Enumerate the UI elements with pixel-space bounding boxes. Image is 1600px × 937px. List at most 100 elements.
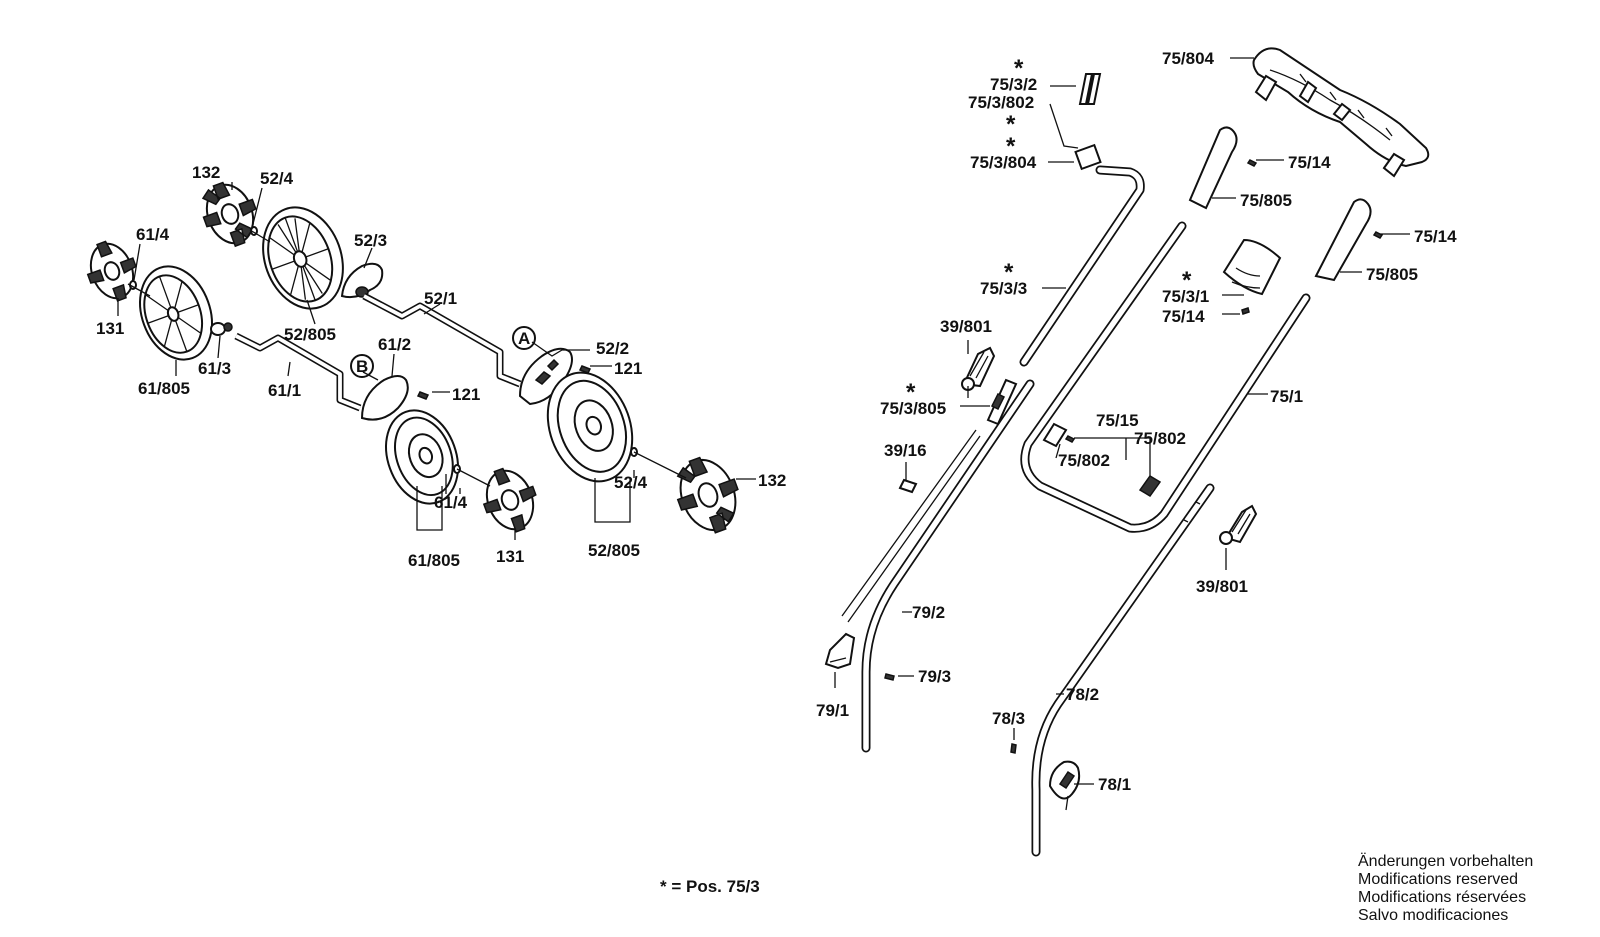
axle-52-1 (362, 292, 522, 388)
wheel-52-805-bottom (546, 371, 634, 483)
label-39-16: 39/16 (884, 441, 927, 460)
label-121: 121 (614, 359, 642, 378)
label-52-805: 52/805 (588, 541, 640, 560)
pin-39-16 (898, 478, 918, 494)
label-52-2: 52/2 (596, 339, 629, 358)
label-75-1: 75/1 (1270, 387, 1303, 406)
lever-39-801-bottom (1219, 504, 1258, 545)
hub-cap-131-left (86, 240, 137, 302)
asterisk-mark: * (1182, 267, 1192, 294)
callout-circle-b (350, 354, 374, 378)
label-78-3: 78/3 (992, 709, 1025, 728)
label-52-3: 52/3 (354, 231, 387, 250)
label-75-14: 75/14 (1414, 227, 1457, 246)
lower-handle-79-2 (861, 379, 1035, 753)
clamp-75-802-a (1042, 422, 1068, 448)
label-78-1: 78/1 (1098, 775, 1131, 794)
wheel-assembly (86, 181, 756, 540)
note-line: Modifications reserved (1358, 871, 1518, 888)
label-39-801: 39/801 (940, 317, 992, 336)
label-75-3-2: 75/3/2 (990, 75, 1037, 94)
label-61-805: 61/805 (408, 551, 460, 570)
knob-78-1 (1048, 760, 1081, 811)
label-61-3: 61/3 (198, 359, 231, 378)
axle-61-1 (234, 332, 362, 412)
part-labels: 132 52/4 61/4 52/3 131 52/1 52/805 A 52/… (96, 49, 1457, 794)
label-52-4: 52/4 (614, 473, 648, 492)
note-line: Salvo modificaciones (1358, 907, 1508, 924)
label-61-805: 61/805 (138, 379, 190, 398)
connector-75-3-804 (1074, 143, 1102, 171)
label-61-4: 61/4 (136, 225, 170, 244)
label-75-805: 75/805 (1366, 265, 1418, 284)
wheel-61-805-left (139, 265, 213, 361)
asterisk-legend: * = Pos. 75/3 (660, 877, 760, 896)
lever-39-801-top (961, 346, 996, 398)
label-52-1: 52/1 (424, 289, 457, 308)
wheel-61-805-bottom (385, 409, 459, 505)
asterisk-mark: * (1006, 133, 1016, 160)
label-61-4: 61/4 (434, 493, 468, 512)
label-75-3-804: 75/3/804 (970, 153, 1037, 172)
label-39-801: 39/801 (1196, 577, 1248, 596)
label-52-4: 52/4 (260, 169, 294, 188)
label-61-1: 61/1 (268, 381, 301, 400)
note-line: Änderungen vorbehalten (1358, 852, 1533, 870)
asterisk-mark: * (1014, 55, 1024, 82)
label-75-15: 75/15 (1096, 411, 1139, 430)
callout-circle-a (512, 326, 536, 350)
bowden-cable-75-3-3 (841, 103, 1145, 623)
asterisk-mark: * (906, 379, 916, 406)
label-79-2: 79/2 (912, 603, 945, 622)
lower-handle-78-2 (1031, 483, 1215, 857)
wheel-52-805-top (262, 206, 344, 310)
pin-75-14-b (1372, 231, 1384, 239)
asterisk-mark: * (1006, 111, 1016, 138)
pin-75-14-a (1246, 159, 1258, 167)
label-75-804: 75/804 (1162, 49, 1215, 68)
hub-cap-131-bottom (482, 467, 537, 533)
label-75-3-1: 75/3/1 (1162, 287, 1209, 306)
screw-75-15 (1064, 435, 1076, 443)
label-75-802: 75/802 (1134, 429, 1186, 448)
label-131: 131 (96, 319, 124, 338)
label-75-3-3: 75/3/3 (980, 279, 1027, 298)
note-line: Modifications réservées (1358, 889, 1526, 906)
upper-handle-75-1 (1020, 221, 1311, 533)
label-75-802: 75/802 (1058, 451, 1110, 470)
hub-cap-132-top (201, 181, 257, 248)
label-79-1: 79/1 (816, 701, 849, 720)
hub-cap-132-bottom (676, 456, 739, 534)
label-132: 132 (758, 471, 786, 490)
cable-cover-75-3-1 (1222, 238, 1282, 296)
clip-79-1 (824, 632, 856, 670)
handle-grip-75-804 (1252, 47, 1430, 178)
label-75-3-802: 75/3/802 (968, 93, 1034, 112)
screw-78-3 (1010, 743, 1017, 754)
handle-assembly (824, 47, 1430, 857)
label-75-14: 75/14 (1162, 307, 1205, 326)
label-131: 131 (496, 547, 524, 566)
label-121: 121 (452, 385, 480, 404)
asterisk-mark: * (1004, 259, 1014, 286)
label-75-14: 75/14 (1288, 153, 1331, 172)
screw-79-3 (884, 673, 895, 681)
clamp-75-802-b (1138, 475, 1162, 497)
pin-75-14-c (1241, 307, 1250, 315)
label-callout-a: A (518, 329, 530, 348)
grip-sleeve-75-805-a (1188, 126, 1238, 210)
label-52-805: 52/805 (284, 325, 336, 344)
screw-121-b (416, 391, 430, 400)
label-79-3: 79/3 (918, 667, 951, 686)
modification-notes: Änderungen vorbehalten Modifications res… (1358, 852, 1533, 924)
grip-sleeve-75-805-b (1314, 198, 1372, 282)
label-61-2: 61/2 (378, 335, 411, 354)
clip-75-3-2 (1078, 73, 1102, 105)
label-75-805: 75/805 (1240, 191, 1292, 210)
label-callout-b: B (356, 357, 368, 376)
spacer-61-3 (210, 322, 233, 336)
label-132: 132 (192, 163, 220, 182)
label-78-2: 78/2 (1066, 685, 1099, 704)
label-75-3-805: 75/3/805 (880, 399, 946, 418)
